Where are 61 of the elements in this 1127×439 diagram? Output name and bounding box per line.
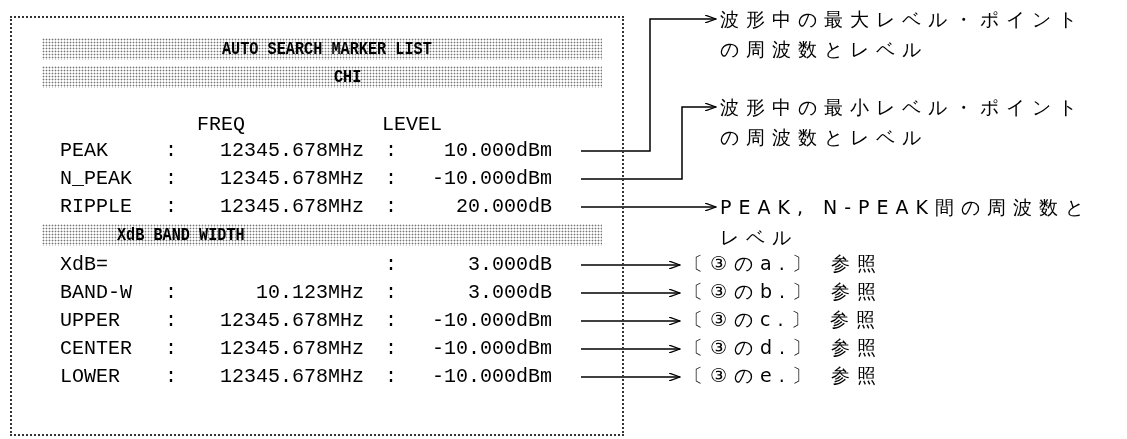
value-text: 3.000dB xyxy=(468,280,552,306)
note-text: 〔③のd.〕 参照 xyxy=(684,332,884,362)
heading-band xyxy=(42,38,602,60)
separator-colon: : xyxy=(165,364,177,390)
value-text: 20.000dB xyxy=(456,194,552,220)
arrow xyxy=(580,372,681,382)
arrow xyxy=(580,316,681,326)
row-label: UPPER xyxy=(60,308,120,334)
row-label: N_PEAK xyxy=(60,166,132,192)
value-text: 12345.678MHz xyxy=(219,166,364,192)
value-text: 3.000dB xyxy=(468,252,552,278)
note-text: 〔③のb.〕 参照 xyxy=(684,276,884,306)
value-text: 12345.678MHz xyxy=(219,308,364,334)
value-text: 10.123MHz xyxy=(255,280,364,306)
value-text: -10.000dBm xyxy=(431,166,552,192)
separator-colon: : xyxy=(165,138,177,164)
value-text: 12345.678MHz xyxy=(219,194,364,220)
column-header: FREQ xyxy=(197,112,245,138)
arrow xyxy=(580,14,717,152)
note-text: 波形中の最大レベル・ポイントの周波数とレベル xyxy=(720,4,1100,64)
separator-colon: : xyxy=(385,194,397,220)
separator-colon: : xyxy=(385,166,397,192)
value-text: -10.000dBm xyxy=(431,336,552,362)
arrow xyxy=(580,260,681,270)
separator-colon: : xyxy=(385,336,397,362)
screen-frame xyxy=(10,16,624,436)
separator-colon: : xyxy=(165,308,177,334)
heading-band xyxy=(42,224,602,246)
value-text: -10.000dBm xyxy=(431,364,552,390)
value-text: 10.000dBm xyxy=(443,138,552,164)
arrow xyxy=(580,344,681,354)
row-label: BAND-W xyxy=(60,280,132,306)
separator-colon: : xyxy=(385,280,397,306)
note-text: 波形中の最小レベル・ポイントの周波数とレベル xyxy=(720,92,1100,152)
separator-colon: : xyxy=(385,364,397,390)
separator-colon: : xyxy=(165,280,177,306)
row-label: RIPPLE xyxy=(60,194,132,220)
value-text: -10.000dBm xyxy=(431,308,552,334)
band-title: AUTO SEARCH MARKER LIST xyxy=(222,38,432,60)
column-header: LEVEL xyxy=(382,112,442,138)
separator-colon: : xyxy=(165,336,177,362)
band-title: XdB BAND WIDTH xyxy=(117,224,245,246)
row-label: XdB= xyxy=(60,252,108,278)
separator-colon: : xyxy=(385,138,397,164)
arrow xyxy=(580,102,717,180)
separator-colon: : xyxy=(385,308,397,334)
arrow xyxy=(580,288,681,298)
separator-colon: : xyxy=(385,252,397,278)
note-text: 〔③のe.〕 参照 xyxy=(684,360,884,390)
value-text: 12345.678MHz xyxy=(219,336,364,362)
value-text: 12345.678MHz xyxy=(219,364,364,390)
row-label: PEAK xyxy=(60,138,108,164)
note-text: 〔③のc.〕 参照 xyxy=(684,304,884,334)
value-text: 12345.678MHz xyxy=(219,138,364,164)
separator-colon: : xyxy=(165,194,177,220)
row-label: CENTER xyxy=(60,336,132,362)
row-label: LOWER xyxy=(60,364,120,390)
heading-band xyxy=(42,66,602,88)
band-title: CHI xyxy=(334,66,362,88)
arrow xyxy=(580,202,717,212)
separator-colon: : xyxy=(165,166,177,192)
